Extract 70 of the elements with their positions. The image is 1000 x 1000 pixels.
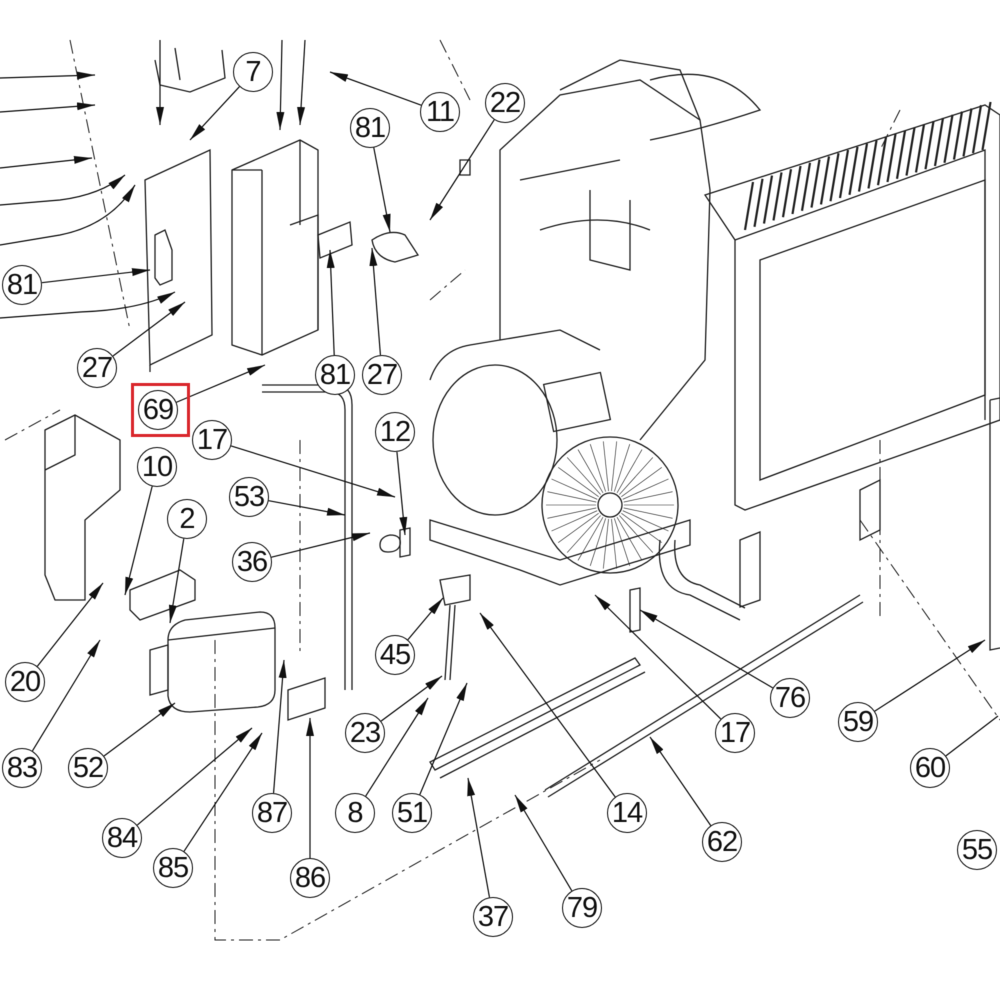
leader-line [467,778,490,898]
callout-number: 37 [473,897,513,937]
leader-line [946,716,998,756]
callout-number: 7 [233,52,273,92]
callout-number: 85 [153,848,193,888]
leader-line [42,268,150,284]
leader-line [124,486,153,596]
callout-number: 55 [957,830,997,870]
leader-line [36,582,104,667]
callout-number: 84 [102,818,142,858]
callout-number: 23 [345,713,385,753]
leader-line [650,736,712,826]
leader-line [272,660,287,794]
leader-line [136,728,252,826]
leader-line [306,718,314,858]
leader-line [380,676,442,722]
callout-number: 51 [392,793,432,833]
leader-line [514,794,572,892]
callout-number: 8 [335,793,375,833]
leader-line [430,120,495,220]
leader-line [480,612,616,798]
highlight-frame [131,383,190,437]
leader-line [190,86,240,140]
callout-number: 53 [229,477,269,517]
callout-number: 87 [252,793,292,833]
leader-line [874,640,986,712]
leader-line [594,594,722,720]
leader-line [396,452,408,536]
leader-line [32,640,101,752]
leader-line [268,500,346,516]
callout-number: 27 [77,348,117,388]
callout-number: 20 [5,662,45,702]
callout-number: 59 [838,702,878,742]
leader-line [419,682,468,795]
callout-number: 86 [290,858,330,898]
callout-number: 14 [607,793,647,833]
leader-line [112,302,186,356]
callout-number: 81 [315,355,355,395]
callout-number: 22 [485,83,525,123]
callout-number: 79 [562,888,602,928]
leader-line [407,598,444,640]
leader-line [373,148,391,232]
leader-line [326,250,335,356]
leader-line [271,532,370,558]
callout-number: 17 [715,713,755,753]
callout-number: 81 [2,265,42,305]
callout-number: 83 [2,748,42,788]
callout-number: 76 [770,678,810,718]
leader-line [330,71,422,106]
callout-number: 2 [167,499,207,539]
leader-line [184,732,262,852]
callout-number: 12 [375,412,415,452]
callout-number: 36 [232,542,272,582]
leader-line [168,538,184,624]
callout-number: 81 [350,108,390,148]
leader-line [369,248,382,356]
leader-line [365,698,428,796]
callout-number: 10 [137,447,177,487]
callout-number: 11 [420,92,460,132]
callout-number: 60 [910,748,950,788]
callout-number: 27 [362,355,402,395]
callout-number: 17 [192,420,232,460]
callout-number: 52 [68,748,108,788]
leader-line [104,702,176,757]
leader-line [176,364,266,403]
leader-line [640,609,774,688]
callout-number: 62 [702,822,742,862]
callout-number: 45 [375,635,415,675]
callout-number: 69 [138,390,178,430]
leader-line [230,445,396,498]
